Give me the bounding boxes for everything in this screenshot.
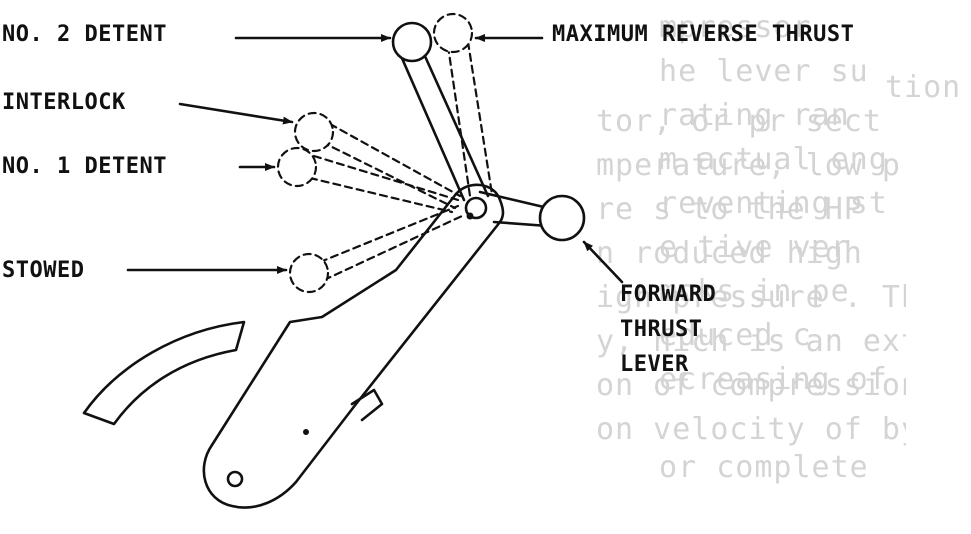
lever-rivet [303,429,309,435]
label-interlock: INTERLOCK [2,90,126,115]
ghost-text-line: preventing st [640,186,888,221]
ghost-text-line: tor, or pr sect [596,104,882,139]
forward-lever-body [202,183,505,509]
label-no1-detent: NO. 1 DETENT [2,154,167,179]
ghost-text-line: igh pressure . The [596,280,906,315]
ghost-text-line: ve tive ver [640,230,850,265]
reverse-lever-arm [391,21,490,202]
ghost-text-line: on velocity of bypass [596,412,906,447]
diagram-ink [82,12,624,509]
ghost-text-line: ompressor [640,10,812,45]
label-no2-detent: NO. 2 DETENT [2,22,167,47]
ghost-text-right-column: ompressor the lever su erating ran om actua… [640,6,970,490]
ghost-text-line: decreasing of [640,362,888,397]
ghost-text-line: re s to the HP [596,192,863,227]
ghost-text-top-left: tion [885,70,962,105]
ghost-text-left-column: tor, or pr sect mperature, low pressure re… [596,100,906,452]
ghost-text-line: the lever su [640,54,869,89]
ghost-text-line: om actual eng [640,142,888,177]
lever-hole [226,470,244,488]
label-stowed: STOWED [2,258,85,283]
label-forward-thrust-lever-2: THRUST [620,317,703,342]
dashed-lever-positions [276,12,494,294]
ghost-text-line: reduced c [640,318,812,353]
label-maximum-reverse-thrust: MAXIMUM REVERSE THRUST [552,22,855,47]
pivot [464,196,488,220]
ghost-text-line: erating ran [640,98,850,133]
forward-knob-link [478,190,586,242]
ghost-text-line: y, hich is an extension [596,324,906,359]
quadrant-arc [82,320,246,426]
leader-lines [126,34,624,284]
label-forward-thrust-lever-1: FORWARD [620,282,717,307]
ghost-text-line: n roduced high [596,236,863,271]
label-forward-thrust-lever-3: LEVER [620,352,689,377]
ghost-text-line: on of compression, [596,368,906,403]
ghost-text-line: For complete [640,450,869,485]
ghost-text-line: nmoks in pe [640,274,850,309]
ghost-text-line: mperature, low pressure [596,148,906,183]
